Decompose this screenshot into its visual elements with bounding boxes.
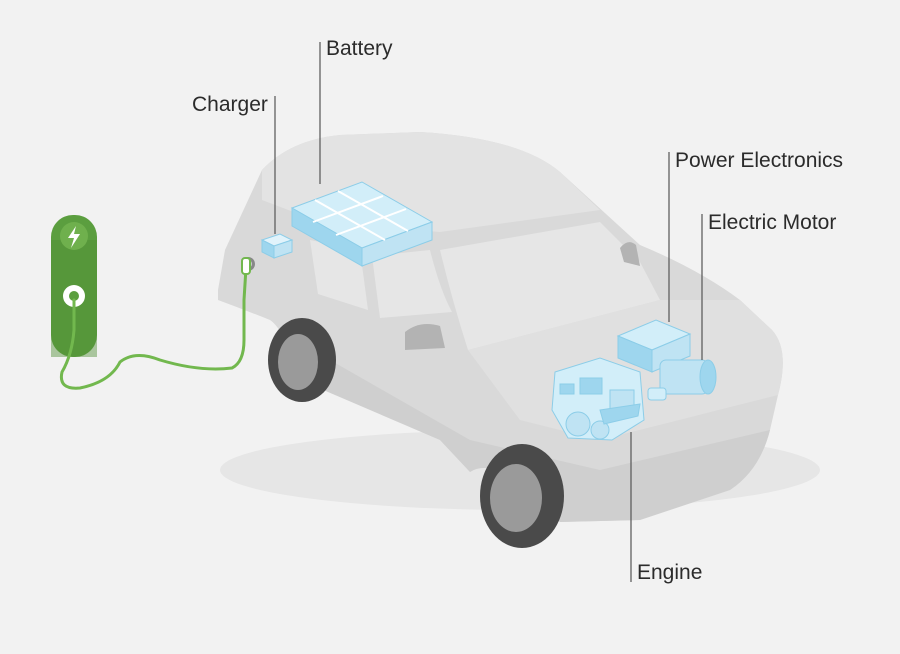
side-mirror (405, 324, 445, 350)
engine-label: Engine (637, 561, 703, 584)
engine-unit (551, 357, 645, 441)
cable-plug (241, 257, 251, 275)
electric-motor-label: Electric Motor (708, 211, 837, 234)
leader-lines (274, 42, 703, 582)
battery-label: Battery (326, 37, 393, 60)
power-electronics-label: Power Electronics (675, 149, 844, 172)
charger-label: Charger (192, 93, 268, 116)
charging-station-icon (51, 215, 97, 357)
front-wheel (480, 444, 564, 548)
rear-wheel (268, 318, 336, 402)
charging-cable (59, 266, 248, 390)
charger-unit (260, 233, 294, 259)
electric-motor-unit (647, 359, 717, 401)
rear-mirror (620, 242, 640, 266)
battery-pack (290, 181, 434, 267)
